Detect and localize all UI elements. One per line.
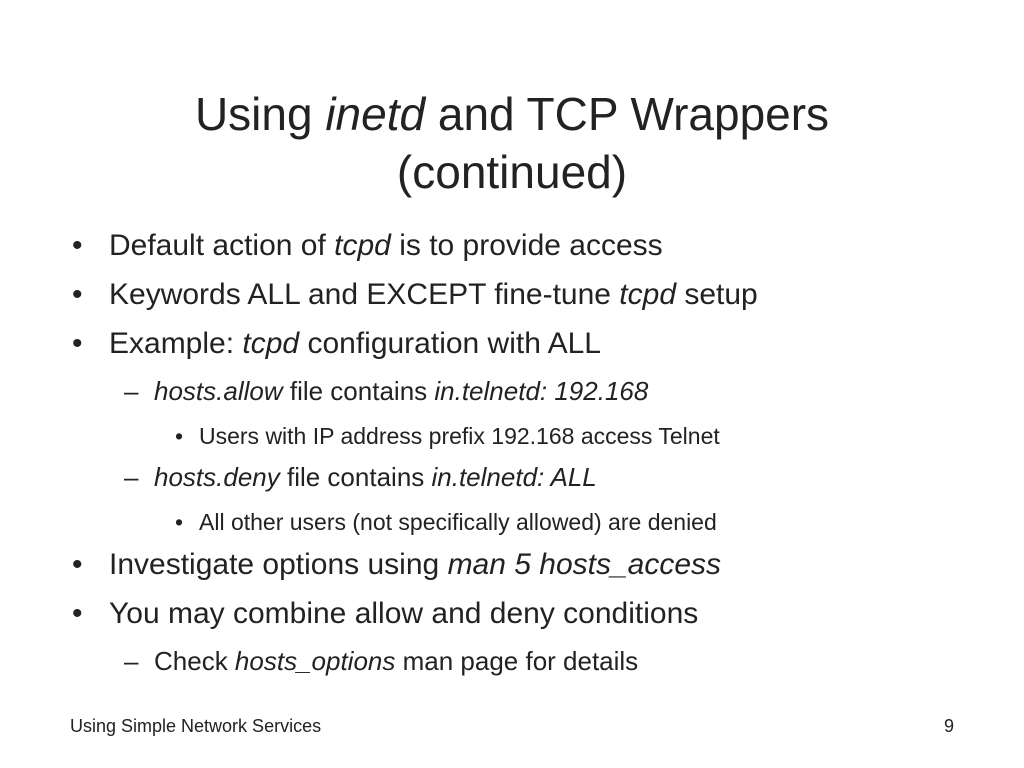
sub-bullet-item: – hosts.allow file contains in.telnetd: … [72,371,972,417]
bullet-text: Default action of [109,229,335,262]
bullet-text: configuration with ALL [299,327,601,360]
sub-bullet-item: – Check hosts_options man page for detai… [72,641,972,687]
bullet-text: All other users (not specifically allowe… [199,509,717,535]
bullet-text: Keywords ALL and EXCEPT fine-tune [109,278,620,311]
bullet-text: is to provide access [390,229,663,262]
bullet-emphasis: in.telnetd: 192.168 [434,376,649,406]
bullet-text: Example: [109,327,243,360]
bullet-text: file contains [279,462,432,492]
bullet-text: Users with IP address prefix 192.168 acc… [199,423,720,449]
bullet-emphasis: hosts.allow [154,376,283,406]
bullet-item: • Default action of tcpd is to provide a… [72,224,972,273]
bullet-emphasis: hosts_options [234,646,396,676]
bullet-text: Investigate options using [109,548,448,581]
bullet-list: • Default action of tcpd is to provide a… [72,224,972,687]
dash-marker: – [124,376,139,406]
bullet-marker: • [175,509,184,535]
sub-bullet-item: – hosts.deny file contains in.telnetd: A… [72,457,972,503]
bullet-emphasis: hosts.deny [154,462,280,492]
bullet-item: • Keywords ALL and EXCEPT fine-tune tcpd… [72,273,972,322]
bullet-marker: • [72,597,83,630]
bullet-text: You may combine allow and deny condition… [109,597,699,630]
bullet-emphasis: tcpd [334,229,391,262]
bullet-marker: • [72,278,83,311]
bullet-marker: • [72,327,83,360]
bullet-emphasis: man 5 hosts_access [447,548,722,581]
title-text: Using [194,87,326,140]
bullet-marker: • [72,229,83,262]
title-line-1: Using inetd and TCP Wrappers [60,85,964,143]
bullet-text: man page for details [395,646,639,676]
bullet-text: file contains [282,376,435,406]
bullet-marker: • [72,548,83,581]
title-line-2: (continued) [396,145,628,198]
footer-course-title: Using Simple Network Services [70,716,322,736]
bullet-marker: • [175,423,184,449]
bullet-item: • You may combine allow and deny conditi… [72,592,972,641]
bullet-item: • Example: tcpd configuration with ALL [72,322,972,371]
sub-sub-bullet-item: • All other users (not specifically allo… [72,503,972,543]
sub-sub-bullet-item: • Users with IP address prefix 192.168 a… [72,417,972,457]
title-emphasis: inetd [325,87,426,140]
bullet-text: setup [676,278,758,311]
bullet-emphasis: in.telnetd: ALL [431,462,597,492]
title-text: and TCP Wrappers [425,87,830,140]
dash-marker: – [124,462,139,492]
page-number: 9 [943,716,954,736]
bullet-item: • Investigate options using man 5 hosts_… [72,543,972,592]
bullet-emphasis: tcpd [242,327,300,360]
slide-title: Using inetd and TCP Wrappers (continued) [60,85,964,201]
dash-marker: – [124,646,139,676]
bullet-text: Check [154,646,235,676]
bullet-emphasis: tcpd [619,278,677,311]
